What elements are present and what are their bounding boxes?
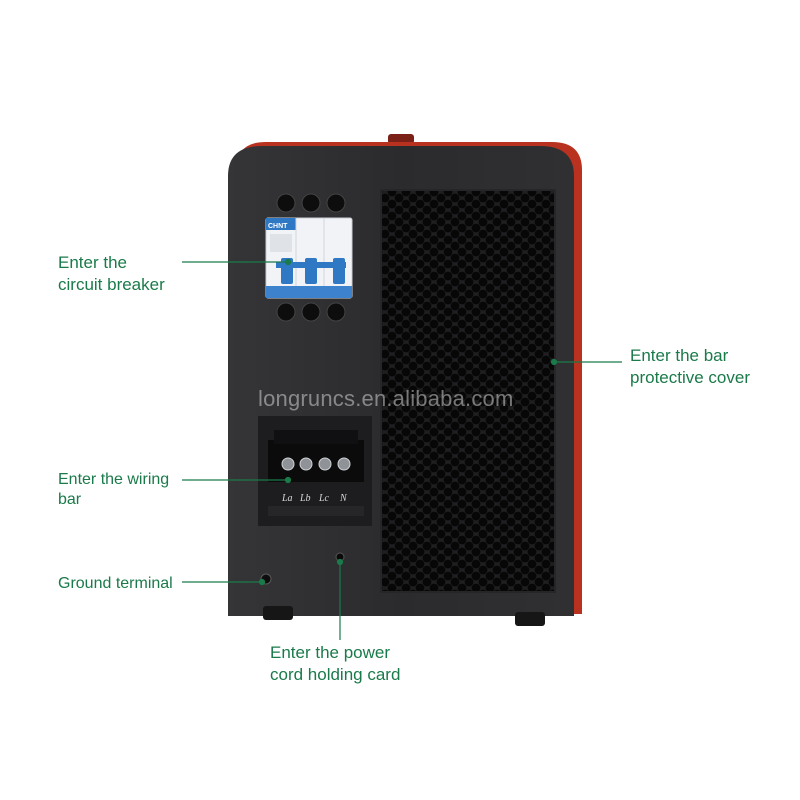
terminal-screw-4 bbox=[337, 457, 351, 471]
callout-line: Enter the bbox=[58, 253, 127, 272]
callout-line: bar bbox=[58, 491, 82, 508]
foot-right bbox=[515, 612, 545, 626]
breaker-mount-holes bbox=[276, 193, 346, 322]
leader-lines bbox=[182, 258, 622, 640]
terminal-label-lb: Lb bbox=[299, 493, 311, 504]
vent-panel bbox=[381, 190, 555, 592]
terminal-screw-1 bbox=[281, 457, 295, 471]
callout-line: Ground terminal bbox=[58, 575, 173, 592]
wiring-bar: La Lb Lc N bbox=[258, 416, 372, 526]
terminal-screw-3 bbox=[318, 457, 332, 471]
callout-bar-cover: Enter the bar protective cover bbox=[630, 345, 750, 389]
foot-left bbox=[263, 606, 293, 620]
callout-line: Enter the power bbox=[270, 643, 391, 662]
breaker-switch-2 bbox=[305, 258, 317, 284]
circuit-breaker: CHNT bbox=[265, 217, 353, 299]
breaker-switch-3 bbox=[333, 258, 345, 284]
terminal-label-la: La bbox=[281, 493, 293, 504]
watermark: longruncs.en.alibaba.com bbox=[258, 386, 514, 411]
breaker-brand-label: CHNT bbox=[268, 223, 288, 230]
callout-line: circuit breaker bbox=[58, 275, 165, 294]
terminal-screw-2 bbox=[299, 457, 313, 471]
callout-line: cord holding card bbox=[270, 665, 401, 684]
terminal-label-lc: Lc bbox=[318, 493, 330, 504]
callout-line: Enter the bar bbox=[630, 346, 729, 365]
top-handle bbox=[388, 134, 414, 144]
callout-wiring-bar: Enter the wiring bar bbox=[58, 470, 169, 510]
callout-ground-terminal: Ground terminal bbox=[58, 573, 173, 595]
callout-power-cord: Enter the power cord holding card bbox=[270, 642, 400, 686]
callout-line: protective cover bbox=[630, 368, 750, 387]
callout-circuit-breaker: Enter the circuit breaker bbox=[58, 252, 165, 296]
terminal-label-n: N bbox=[339, 493, 348, 504]
callout-line: Enter the wiring bbox=[58, 471, 170, 488]
